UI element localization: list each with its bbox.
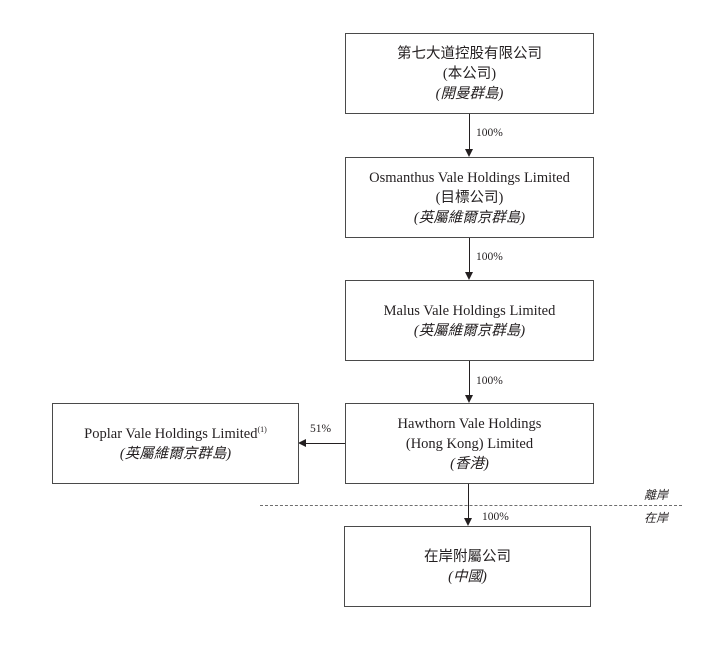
- offshore-label: 離岸: [644, 488, 669, 502]
- entity-note: (本公司): [442, 65, 497, 82]
- ownership-label: 100%: [476, 127, 503, 139]
- entity-jurisdiction: (英屬維爾京群島): [413, 209, 526, 226]
- entity-jurisdiction: (英屬維爾京群島): [119, 445, 232, 462]
- entity-jurisdiction: (英屬維爾京群島): [413, 322, 526, 339]
- connector-line: [469, 114, 470, 150]
- ownership-label: 100%: [476, 375, 503, 387]
- ownership-label: 100%: [482, 511, 509, 523]
- onshore-label: 在岸: [644, 511, 669, 525]
- footnote-marker: (1): [257, 424, 267, 434]
- arrow-down-icon: [464, 518, 472, 526]
- entity-jurisdiction: (開曼群島): [435, 85, 504, 102]
- offshore-onshore-divider: [260, 505, 682, 506]
- arrow-down-icon: [465, 272, 473, 280]
- entity-jurisdiction: (中國): [448, 568, 487, 585]
- entity-box-malus: Malus Vale Holdings Limited (英屬維爾京群島): [345, 280, 594, 361]
- entity-jurisdiction: (香港): [450, 455, 489, 472]
- entity-note: (目標公司): [435, 189, 504, 206]
- ownership-label: 100%: [476, 251, 503, 263]
- connector-line: [469, 361, 470, 396]
- entity-name: 在岸附屬公司: [424, 548, 511, 565]
- connector-line: [469, 238, 470, 273]
- ownership-label: 51%: [310, 423, 332, 435]
- entity-name: 第七大道控股有限公司: [397, 45, 542, 62]
- entity-box-company: 第七大道控股有限公司 (本公司) (開曼群島): [345, 33, 594, 114]
- entity-box-hawthorn: Hawthorn Vale Holdings (Hong Kong) Limit…: [345, 403, 594, 484]
- arrow-left-icon: [298, 439, 306, 447]
- entity-box-osmanthus: Osmanthus Vale Holdings Limited (目標公司) (…: [345, 157, 594, 238]
- entity-box-poplar: Poplar Vale Holdings Limited(1) (英屬維爾京群島…: [52, 403, 299, 484]
- entity-box-onshore-subsidiaries: 在岸附屬公司 (中國): [344, 526, 591, 607]
- connector-line: [468, 484, 469, 519]
- entity-name: Hawthorn Vale Holdings: [397, 415, 542, 432]
- entity-name-text: Poplar Vale Holdings Limited: [84, 425, 258, 442]
- connector-line: [306, 443, 345, 444]
- entity-name: (Hong Kong) Limited: [405, 435, 534, 452]
- arrow-down-icon: [465, 149, 473, 157]
- entity-name: Osmanthus Vale Holdings Limited: [369, 169, 570, 186]
- entity-name: Poplar Vale Holdings Limited(1): [84, 424, 267, 444]
- entity-name: Malus Vale Holdings Limited: [383, 302, 556, 319]
- arrow-down-icon: [465, 395, 473, 403]
